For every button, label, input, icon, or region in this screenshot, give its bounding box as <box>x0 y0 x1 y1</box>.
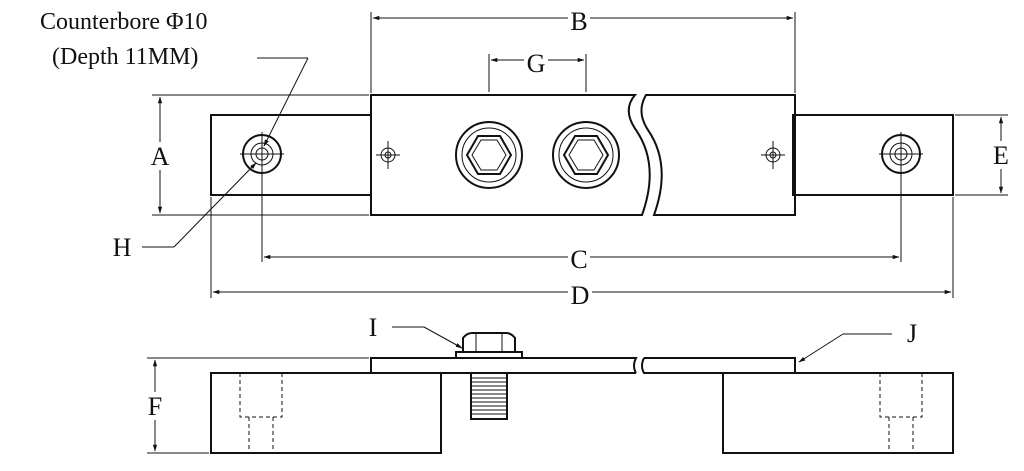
side-plate-left <box>370 357 638 374</box>
counterbore-note-line1: Counterbore Φ10 <box>40 9 208 35</box>
h-leader <box>142 162 257 248</box>
pin-hole-left <box>376 141 400 169</box>
counterbore-leader <box>257 57 309 147</box>
counterbore-hole-right <box>879 132 923 176</box>
dimension-label-f: F <box>148 392 162 421</box>
center-plate-right <box>640 94 796 216</box>
hidden-counterbore-left <box>239 373 283 453</box>
side-bolt <box>455 332 523 420</box>
dimension-label-g: G <box>527 49 546 78</box>
j-leader <box>798 333 892 363</box>
dimension-label-h: H <box>113 233 132 262</box>
dimension-label-b: B <box>570 7 587 36</box>
dimension-d <box>210 197 954 308</box>
dimension-label-d: D <box>571 281 590 310</box>
counterbore-note-line2: (Depth 11MM) <box>52 44 198 70</box>
right-base-block <box>722 372 954 454</box>
i-leader <box>392 326 463 349</box>
dimension-g <box>488 48 587 92</box>
dimension-f <box>143 357 369 454</box>
hidden-counterbore-right <box>879 373 923 453</box>
left-end-bar <box>210 114 372 196</box>
dimension-e <box>955 114 1013 196</box>
left-base-block <box>210 372 442 454</box>
hex-bolt-right <box>552 121 620 189</box>
dimension-label-c: C <box>570 245 587 274</box>
top-view: B G A E C D H Counterbore Φ10 (Depth 11M… <box>40 6 1013 310</box>
side-plate-right <box>641 357 796 374</box>
pin-hole-right <box>761 141 785 169</box>
hex-bolt-left <box>455 121 523 189</box>
right-end-bar <box>792 114 954 196</box>
dimension-label-a: A <box>151 142 170 171</box>
side-view: F I J <box>143 313 954 454</box>
dimension-b <box>370 6 796 93</box>
dimension-label-i: I <box>369 313 378 342</box>
dimension-label-e: E <box>993 141 1009 170</box>
dimension-c <box>261 175 902 272</box>
dimension-label-j: J <box>907 319 917 348</box>
dimension-a <box>148 94 369 216</box>
counterbore-hole-left <box>240 132 284 176</box>
center-plate-left <box>370 94 651 216</box>
